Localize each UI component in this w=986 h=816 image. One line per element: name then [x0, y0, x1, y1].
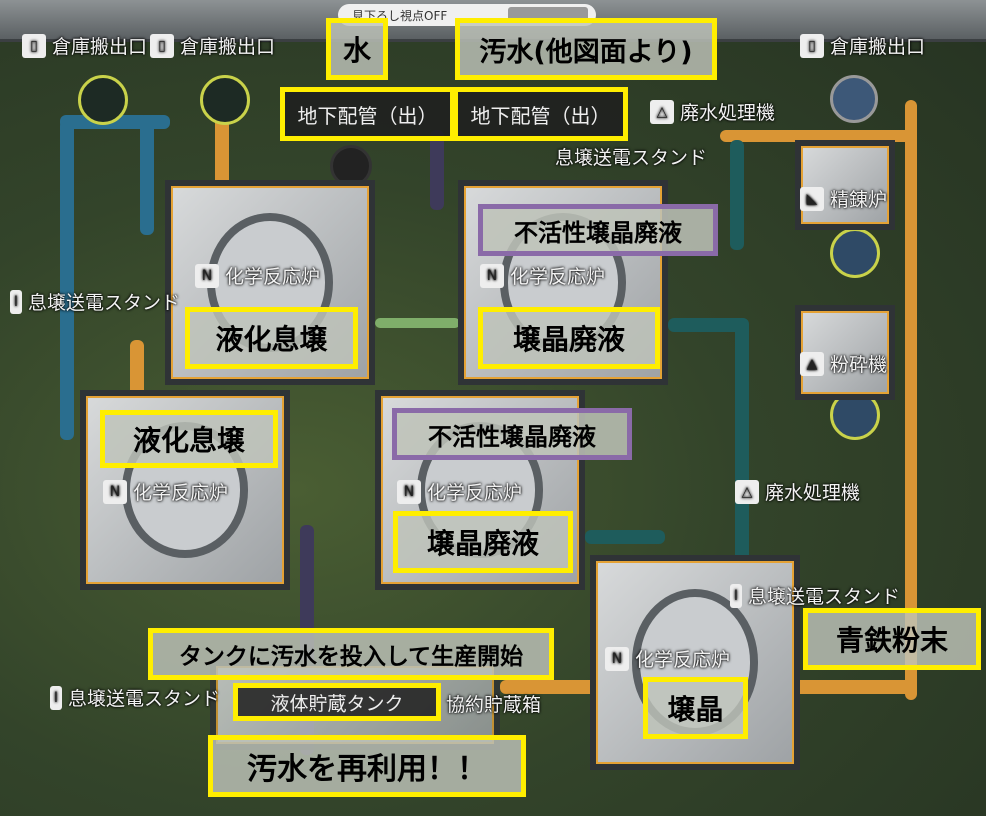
item-node — [78, 75, 128, 125]
label-text: 倉庫搬出口 — [52, 36, 148, 58]
label-text: 廃水処理機 — [680, 102, 776, 124]
label-text: 息壌送電スタンド — [28, 292, 181, 314]
annotation-liquefied: 液化息壌 — [100, 410, 278, 468]
power-stand-label: I 息壌送電スタンド — [10, 288, 180, 315]
storage-box-label: 協約貯蔵箱 — [446, 690, 541, 717]
annotation-iron-powder: 青鉄粉末 — [803, 608, 981, 670]
label-text: 息壌送電スタンド — [748, 586, 901, 608]
reactor-label: N 化学反応炉 — [480, 262, 605, 289]
power-stand-label: I 息壌送電スタンド — [50, 684, 220, 711]
pipe — [215, 110, 229, 190]
label-text: 化学反応炉 — [635, 649, 731, 671]
annotation-crystal-waste: 壌晶廃液 — [478, 307, 660, 369]
label-text: 化学反応炉 — [133, 482, 229, 504]
pipe — [375, 318, 460, 328]
power-stand-label: 息壌送電スタンド — [555, 143, 707, 170]
reactor-icon: N — [103, 479, 127, 504]
warehouse-output-label: ▯ 倉庫搬出口 — [22, 32, 147, 59]
reactor-label: N 化学反応炉 — [397, 478, 522, 505]
wastewater-icon: △ — [735, 479, 759, 504]
warehouse-icon: ▯ — [150, 33, 174, 58]
warehouse-icon: ▯ — [22, 33, 46, 58]
annotation-water: 水 — [326, 18, 388, 80]
warehouse-output-label: ▯ 倉庫搬出口 — [150, 32, 275, 59]
pipe — [140, 115, 154, 235]
item-node — [200, 75, 250, 125]
label-text: 化学反応炉 — [510, 266, 606, 288]
label-text: 協約貯蔵箱 — [446, 694, 542, 716]
annotation-liquefied: 液化息壌 — [185, 307, 358, 369]
crusher-icon: ▲ — [800, 351, 824, 376]
pipe — [735, 318, 749, 568]
label-text: 化学反応炉 — [225, 266, 321, 288]
pipe — [730, 140, 744, 250]
label-text: 粉砕機 — [830, 354, 888, 376]
pipe — [905, 100, 917, 700]
refinery-label: ◣ 精錬炉 — [800, 185, 887, 212]
wastewater-label: △ 廃水処理機 — [735, 478, 860, 505]
pylon-icon: I — [50, 685, 62, 710]
annotation-inactive-waste: 不活性壌晶廃液 — [478, 204, 718, 256]
reactor-label: N 化学反応炉 — [605, 645, 730, 672]
label-text: 息壌送電スタンド — [68, 688, 221, 710]
pipe — [668, 318, 748, 332]
warehouse-icon: ▯ — [800, 33, 824, 58]
reactor-label: N 化学反応炉 — [103, 478, 228, 505]
pipe — [60, 120, 74, 440]
label-text: 化学反応炉 — [427, 482, 523, 504]
label-text: 廃水処理機 — [765, 482, 861, 504]
annotation-tank-hint: タンクに汚水を投入して生産開始 — [148, 628, 554, 680]
item-node — [830, 228, 880, 278]
annotation-crystal: 壌晶 — [643, 677, 748, 739]
annotation-underground-pipe: 地下配管（出） — [280, 87, 455, 141]
annotation-underground-pipe: 地下配管（出） — [453, 87, 628, 141]
annotation-reuse: 汚水を再利用！！ — [208, 735, 526, 797]
wastewater-label: △ 廃水処理機 — [650, 98, 775, 125]
pipe — [430, 130, 444, 210]
reactor-icon: N — [397, 479, 421, 504]
pipe — [720, 130, 915, 142]
pipe — [130, 340, 144, 400]
reactor-icon: N — [605, 646, 629, 671]
annotation-inactive-waste: 不活性壌晶廃液 — [392, 408, 632, 460]
crusher-label: ▲ 粉砕機 — [800, 350, 887, 377]
refinery[interactable] — [795, 140, 895, 230]
pylon-icon: I — [730, 583, 742, 608]
annotation-crystal-waste: 壌晶廃液 — [393, 511, 573, 573]
item-node — [830, 75, 878, 123]
label-text: 倉庫搬出口 — [180, 36, 276, 58]
label-text: 息壌送電スタンド — [555, 147, 708, 169]
label-text: 倉庫搬出口 — [830, 36, 926, 58]
power-stand-label: I 息壌送電スタンド — [730, 582, 900, 609]
warehouse-output-label: ▯ 倉庫搬出口 — [800, 32, 925, 59]
annotation-liquid-tank: 液体貯蔵タンク — [233, 683, 441, 721]
annotation-sewage: 汚水(他図面より) — [455, 18, 717, 80]
label-text: 精錬炉 — [830, 189, 888, 211]
refinery-icon: ◣ — [800, 186, 824, 211]
reactor-label: N 化学反応炉 — [195, 262, 320, 289]
reactor-icon: N — [480, 263, 504, 288]
pipe — [585, 530, 665, 544]
pylon-icon: I — [10, 289, 22, 314]
reactor-icon: N — [195, 263, 219, 288]
wastewater-icon: △ — [650, 99, 674, 124]
